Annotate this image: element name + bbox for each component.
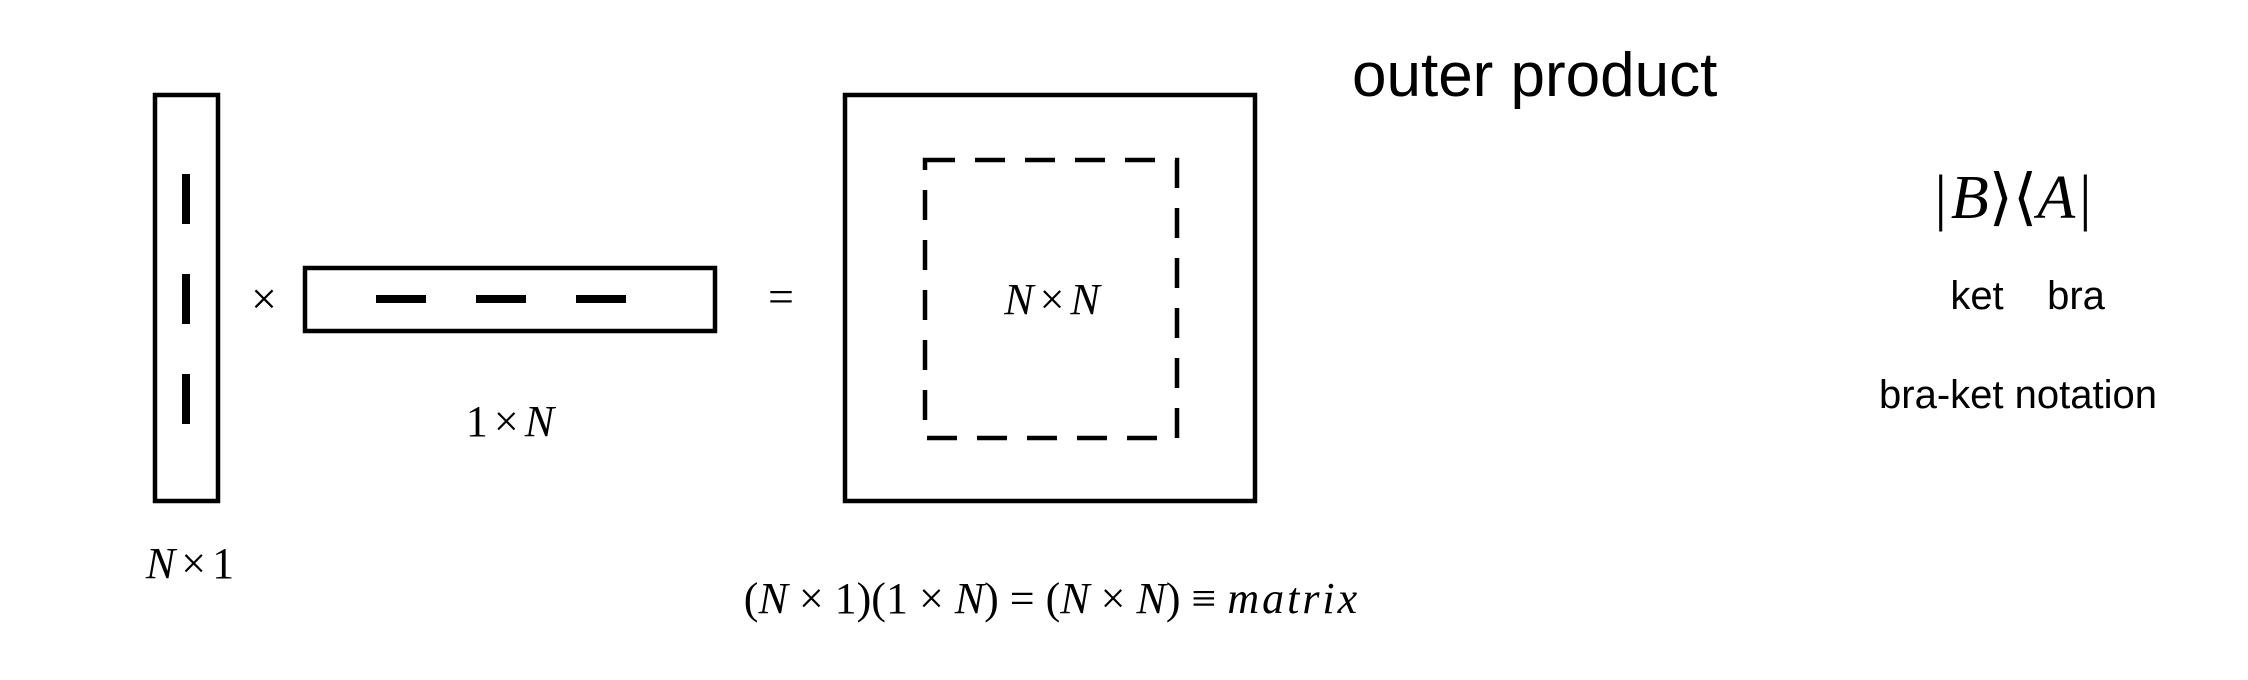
matrix-dimension-label: N×N <box>1003 275 1102 324</box>
result-matrix-inner-dashed-box <box>922 157 1180 441</box>
column-vector <box>152 92 221 504</box>
ket-label: ket <box>1950 274 2003 318</box>
result-matrix-box <box>842 92 1258 504</box>
bra-label: bra <box>2047 274 2106 318</box>
row-vector <box>302 265 718 334</box>
equals-sign: = <box>768 271 794 322</box>
times-sign: × <box>251 273 277 324</box>
braket-notation-label: bra-ket notation <box>1879 373 2157 417</box>
diagram-title: outer product <box>1352 41 1717 110</box>
dimension-equation: (N × 1)(1 × N) = (N × N) ≡ matrix <box>744 574 1360 623</box>
result-matrix <box>842 92 1258 504</box>
row-vector-dimension-label: 1×N <box>466 397 557 446</box>
column-vector-dimension-label: N×1 <box>145 539 234 588</box>
row-vector-box <box>302 265 718 334</box>
braket-expression: |B⟩⟨A| <box>1935 164 2092 232</box>
column-vector-box <box>152 92 221 504</box>
